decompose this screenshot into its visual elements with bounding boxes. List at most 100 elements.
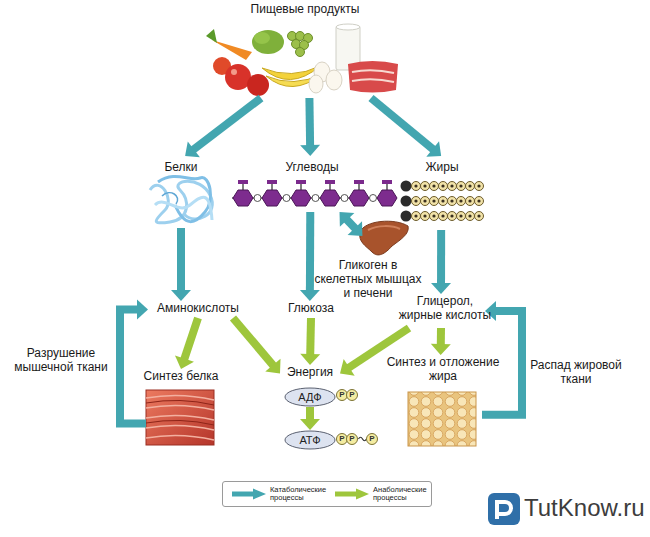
flow-arrow	[185, 98, 261, 157]
oval-outline	[285, 388, 335, 406]
legend-arrow	[335, 492, 357, 497]
arrow-shaft	[437, 230, 445, 284]
flow-arrow	[171, 228, 191, 301]
food-illustration	[252, 30, 284, 54]
arrow-head	[300, 145, 320, 156]
arrow-head	[175, 355, 194, 369]
arrow-head	[431, 344, 451, 355]
process-box: Синтез и отложение жира	[404, 355, 482, 447]
arrow-shaft	[305, 98, 314, 146]
flow-arrow	[371, 98, 441, 157]
arrow-shaft	[437, 328, 445, 345]
nutrient-box: Белки	[140, 156, 222, 228]
muscle-tissue	[146, 400, 214, 405]
arrow-shaft	[306, 212, 314, 291]
flow-arrow	[300, 98, 320, 156]
arrow-shaft	[346, 219, 355, 229]
storage-box: Гликоген в скелетных мышцах и печени	[312, 236, 424, 300]
product-box: Глицерол, жирные кислоты	[405, 294, 485, 328]
flow-arrow	[233, 318, 281, 374]
arrow-head	[426, 141, 441, 156]
muscle-tissue	[146, 425, 214, 430]
muscle-tissue	[146, 390, 214, 445]
phosphate-symbol: P	[346, 389, 358, 401]
arrow-head	[185, 141, 200, 157]
adipose-tissue	[408, 392, 476, 446]
carbohydrate-chain	[341, 195, 348, 202]
legend-text: Анаболические процессы	[373, 486, 431, 503]
food-illustration	[309, 75, 323, 93]
edge-label: Разрушение мышечной ткани	[4, 346, 118, 374]
node-text: Энергия	[287, 365, 333, 379]
food-illustration	[206, 24, 398, 96]
arrow-head	[171, 290, 191, 301]
nutrient-box: Жиры	[400, 156, 484, 230]
node-text: Пищевые продукты	[251, 2, 360, 16]
arrow-shaft	[193, 98, 261, 150]
arrow-head	[137, 300, 148, 320]
nutrient-box: Углеводы	[226, 156, 398, 212]
node-text: Синтез и отложение жира	[381, 355, 505, 383]
protein-illustration	[150, 177, 212, 223]
arrow-head	[300, 354, 320, 365]
legend-swatch	[334, 487, 370, 501]
legend-arrow	[253, 489, 266, 500]
arrow-shaft	[177, 228, 185, 291]
carbohydrate-chain	[370, 195, 377, 202]
food-illustration	[352, 79, 394, 82]
flow-arrow	[120, 300, 148, 424]
carbohydrate-chain	[283, 195, 290, 202]
node-text: Гликоген в скелетных мышцах и печени	[312, 258, 424, 300]
fat-molecule	[401, 181, 484, 222]
fat-molecule	[401, 211, 484, 222]
carbohydrate-chain	[377, 180, 397, 206]
food-illustration	[206, 29, 217, 43]
arrow-shaft	[120, 310, 146, 424]
arrow-head	[340, 359, 355, 376]
food-illustration	[352, 70, 394, 73]
liver-illustration	[360, 221, 409, 255]
adipose-tissue	[408, 392, 476, 446]
carbohydrate-chain	[254, 195, 261, 202]
food-illustration	[212, 40, 252, 60]
node-text: Глюкоза	[288, 301, 334, 315]
logo-icon	[497, 502, 511, 519]
food-illustration	[254, 32, 270, 44]
node-text: Белки	[164, 160, 197, 174]
product-box: Глюкоза	[282, 301, 340, 318]
protein-illustration	[162, 193, 178, 204]
protein-illustration	[155, 197, 212, 220]
node-text: Углеводы	[285, 160, 338, 174]
muscle-tissue	[146, 390, 214, 445]
carbohydrate-chain	[262, 180, 282, 206]
food-illustration	[336, 24, 360, 30]
node-text: Синтез белка	[136, 369, 226, 383]
carbohydrate-chain	[232, 180, 397, 206]
flow-arrow	[300, 318, 320, 365]
phosphate-symbol: P	[346, 433, 358, 445]
fat-molecule	[401, 196, 484, 207]
flow-arrow	[300, 407, 320, 430]
liver-illustration	[360, 221, 409, 255]
legend-box: Катаболические процессыАнаболические про…	[222, 481, 432, 507]
arrow-shaft	[306, 407, 314, 420]
arrow-head	[300, 290, 320, 301]
phosphate-symbol: P	[366, 433, 378, 445]
food-illustration	[231, 69, 237, 75]
flow-arrow	[431, 230, 451, 294]
legend-arrow	[356, 489, 369, 500]
arrow-shaft	[306, 318, 315, 355]
carbohydrate-chain	[233, 180, 253, 206]
food-group: Пищевые продукты	[195, 2, 415, 98]
legend-item: Анаболические процессы	[334, 486, 431, 503]
flow-arrow	[300, 212, 320, 301]
protein-illustration	[158, 177, 210, 222]
node-text: Глицерол, жирные кислоты	[397, 294, 493, 322]
carbohydrate-chain	[320, 180, 340, 206]
node-text: АТФ	[299, 434, 320, 447]
logo-icon	[488, 493, 520, 525]
